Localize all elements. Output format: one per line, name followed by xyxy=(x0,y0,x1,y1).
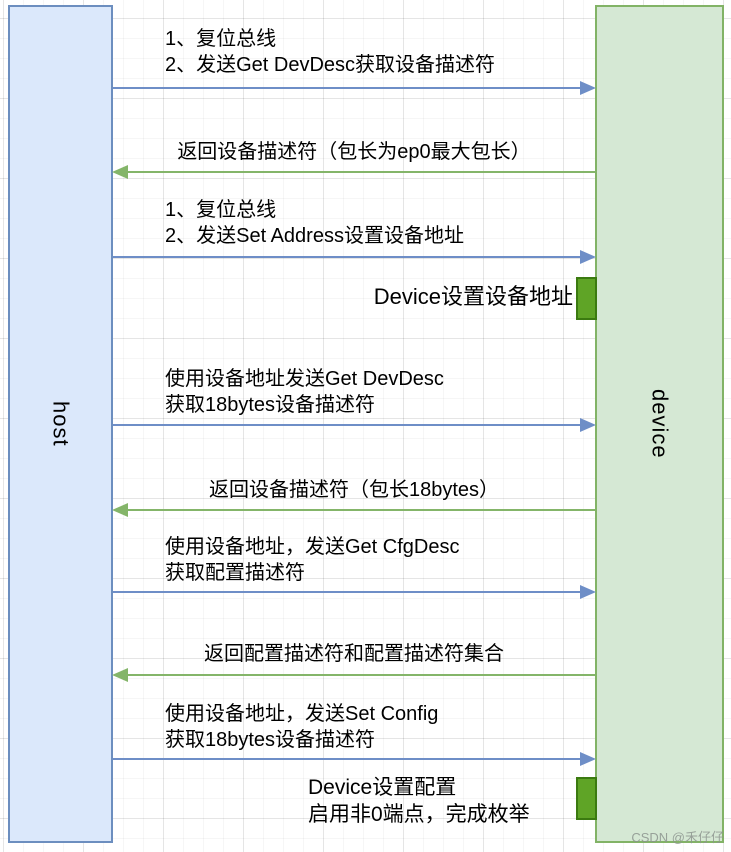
message-label-line: 使用设备地址，发送Get CfgDesc xyxy=(165,536,460,558)
message-label-line: 获取18bytes设备描述符 xyxy=(165,729,376,751)
message-label: 使用设备地址发送Get DevDesc 获取18bytes设备描述符 xyxy=(165,366,444,418)
message-label: 返回设备描述符（包长18bytes） xyxy=(113,477,595,503)
arrow-shaft xyxy=(123,509,595,511)
device-note: Device设置配置 启用非0端点，完成枚举 xyxy=(308,774,530,828)
message-label: 1、复位总线 2、发送Get DevDesc获取设备描述符 xyxy=(165,26,495,78)
message-label-line: 2、发送Set Address设置设备地址 xyxy=(165,225,464,247)
arrowhead-right-icon xyxy=(580,585,596,599)
activation-bar xyxy=(576,277,597,320)
arrow-shaft xyxy=(113,591,585,593)
arrowhead-right-icon xyxy=(580,418,596,432)
arrowhead-left-icon xyxy=(112,165,128,179)
message-label-line: 获取18bytes设备描述符 xyxy=(165,394,376,416)
message-label: 使用设备地址，发送Set Config 获取18bytes设备描述符 xyxy=(165,701,438,753)
message-label: 1、复位总线 2、发送Set Address设置设备地址 xyxy=(165,197,464,249)
arrowhead-left-icon xyxy=(112,503,128,517)
message-label: 返回配置描述符和配置描述符集合 xyxy=(113,641,595,667)
device-note-line: Device设置配置 xyxy=(308,776,457,799)
message-label: 使用设备地址，发送Get CfgDesc 获取配置描述符 xyxy=(165,534,459,586)
arrowhead-right-icon xyxy=(580,81,596,95)
activation-bar xyxy=(576,777,597,820)
arrow-shaft xyxy=(113,87,585,89)
arrow-shaft xyxy=(123,171,595,173)
arrowhead-right-icon xyxy=(580,250,596,264)
device-note-line: Device设置设备地址 xyxy=(373,284,573,309)
host-lifeline-bar: host xyxy=(8,5,113,843)
host-label: host xyxy=(48,401,74,447)
message-label-line: 1、复位总线 xyxy=(165,28,277,50)
arrowhead-left-icon xyxy=(112,668,128,682)
arrow-shaft xyxy=(113,424,585,426)
message-label-line: 获取配置描述符 xyxy=(165,562,305,584)
device-lifeline-bar: device xyxy=(595,5,724,843)
message-label-line: 1、复位总线 xyxy=(165,199,277,221)
device-label: device xyxy=(647,389,673,459)
watermark: CSDN @禾仔仔 xyxy=(631,830,724,845)
message-label-line: 使用设备地址发送Get DevDesc xyxy=(165,368,444,390)
message-label-line: 返回配置描述符和配置描述符集合 xyxy=(204,643,504,665)
message-label: 返回设备描述符（包长为ep0最大包长） xyxy=(113,139,595,165)
message-label-line: 使用设备地址，发送Set Config xyxy=(165,703,439,725)
device-note-line: 启用非0端点，完成枚举 xyxy=(308,803,530,826)
arrow-shaft xyxy=(123,674,595,676)
message-label-line: 2、发送Get DevDesc获取设备描述符 xyxy=(165,54,496,76)
arrowhead-right-icon xyxy=(580,752,596,766)
message-label-line: 返回设备描述符（包长为ep0最大包长） xyxy=(177,141,531,163)
message-label-line: 返回设备描述符（包长18bytes） xyxy=(208,479,500,501)
arrow-shaft xyxy=(113,256,585,258)
arrow-shaft xyxy=(113,758,585,760)
device-note: Device设置设备地址 xyxy=(113,283,573,310)
